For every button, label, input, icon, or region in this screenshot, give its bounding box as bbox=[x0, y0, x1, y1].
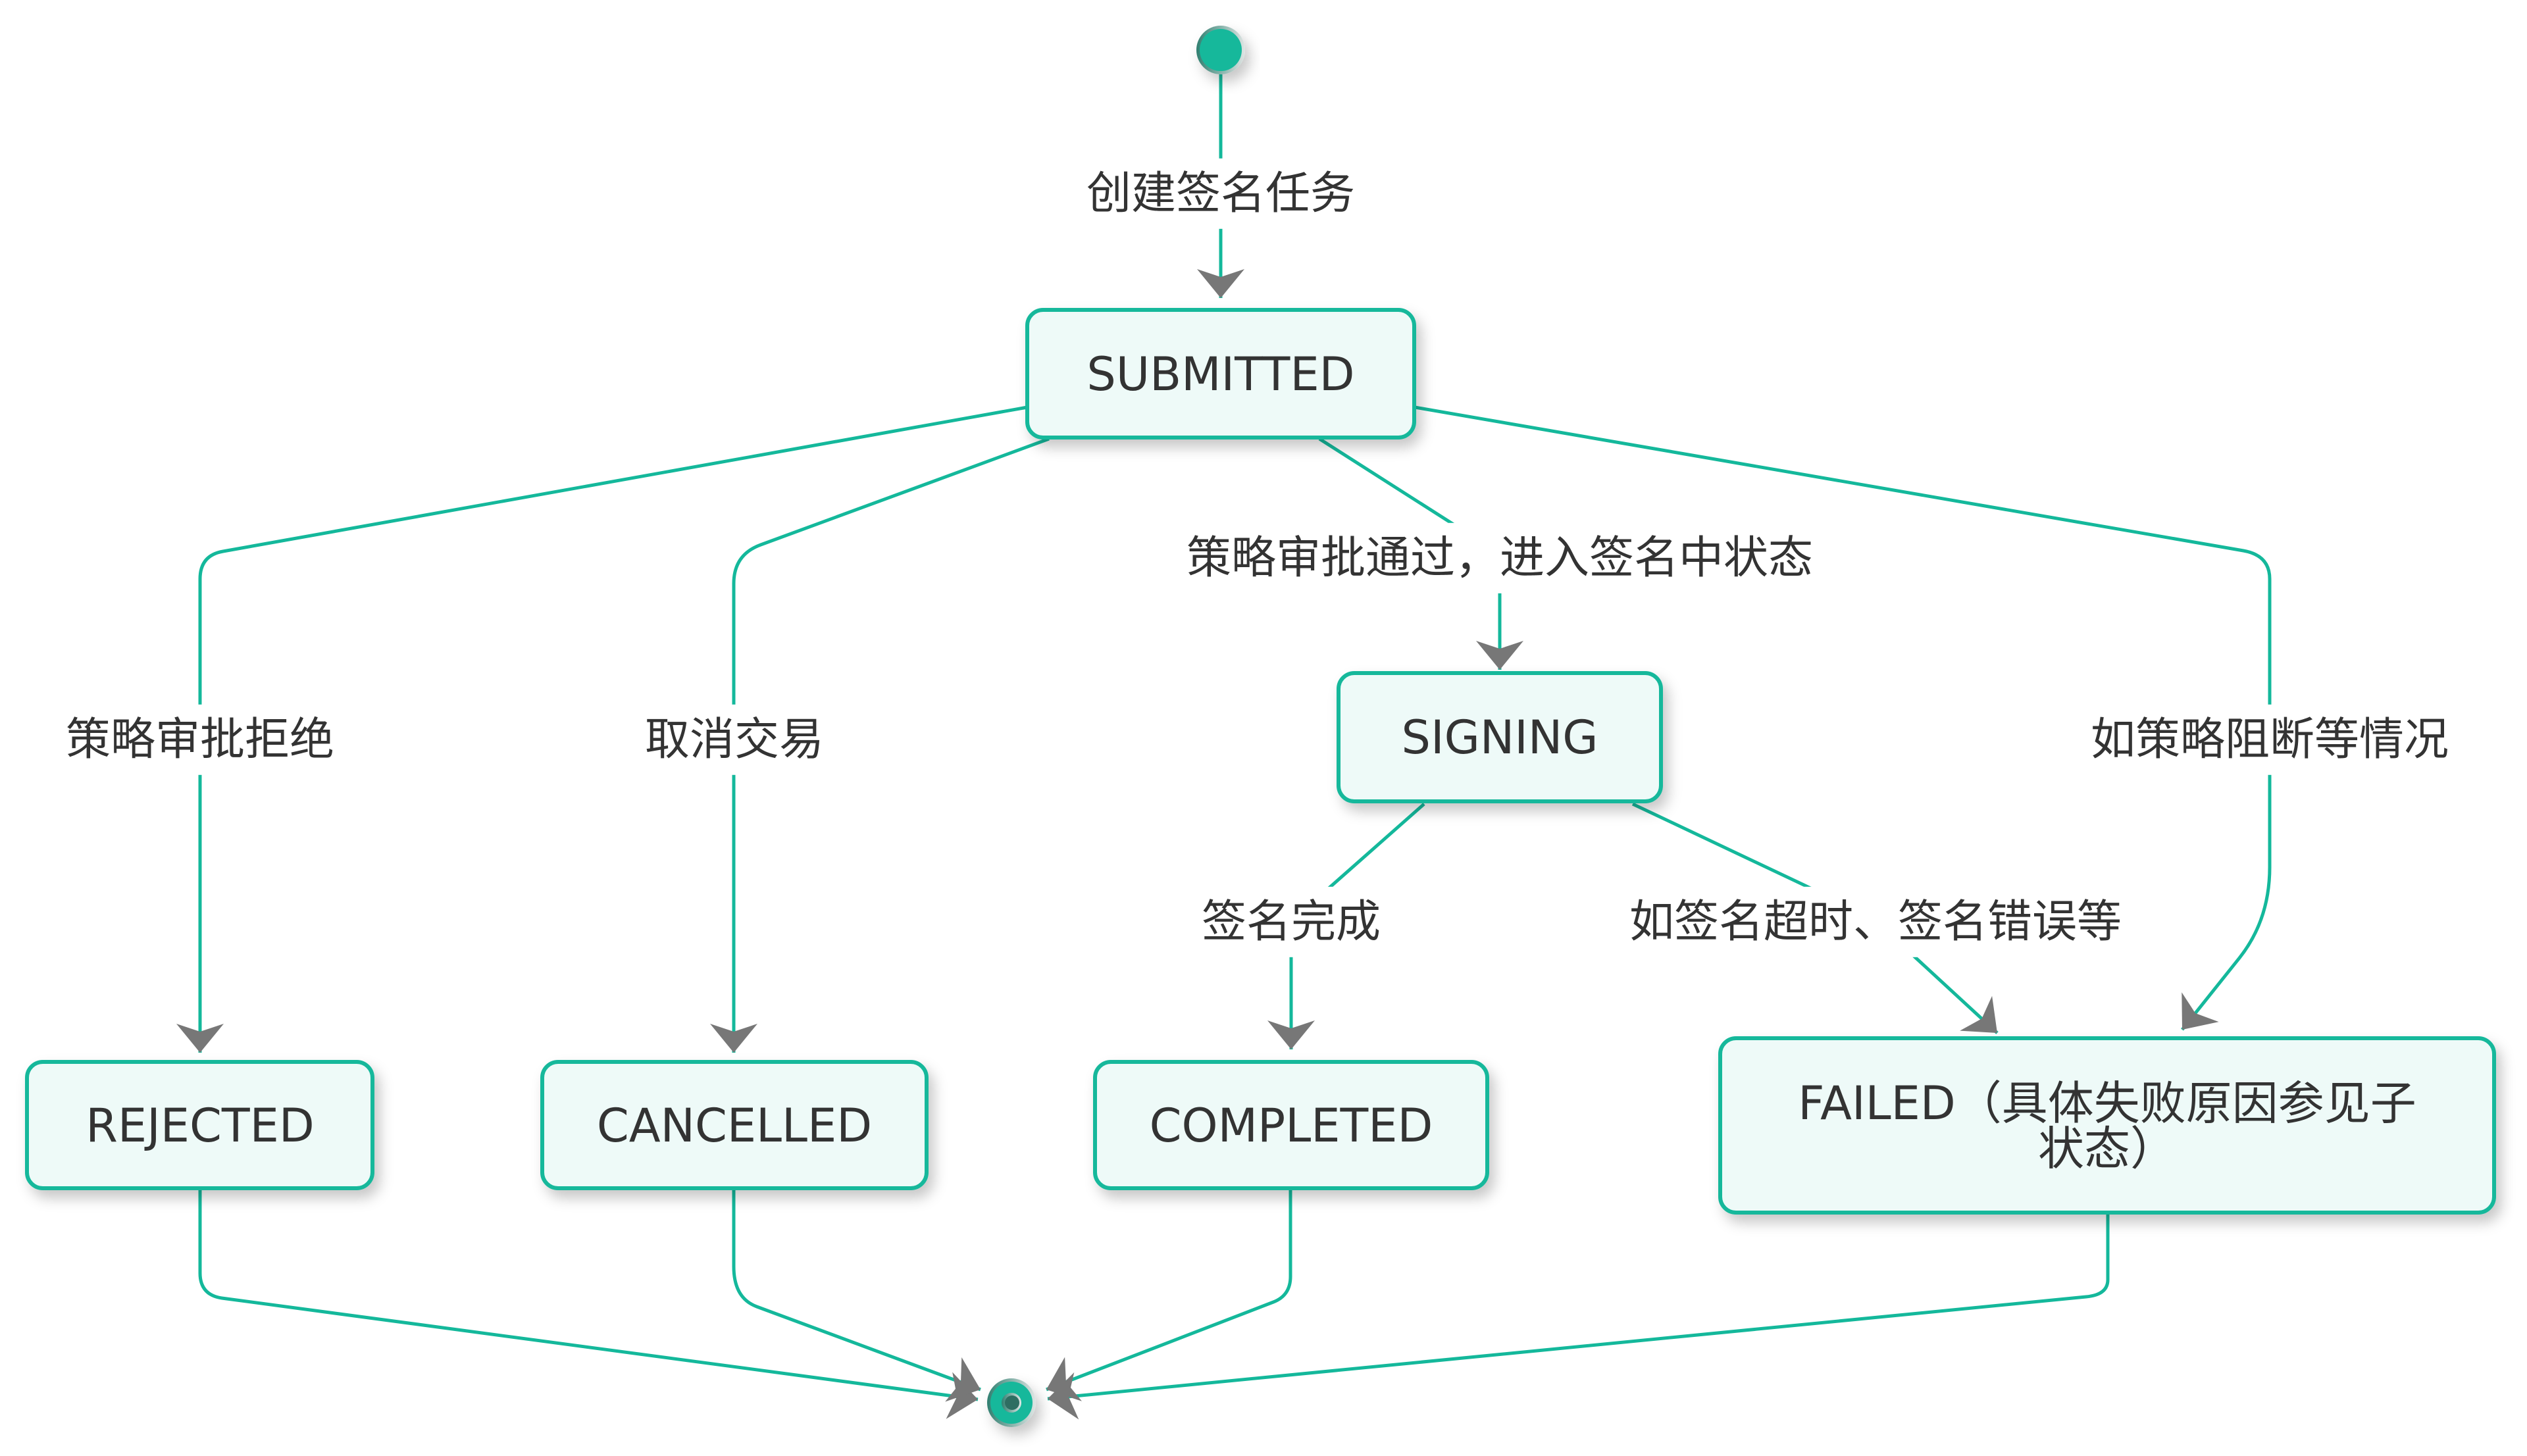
transition-submitted-to-failed bbox=[1414, 405, 2272, 1031]
transition-label-signing-complete: 签名完成 bbox=[1202, 896, 1381, 948]
state-label-line-2: 状态） bbox=[2038, 1122, 2176, 1176]
state-label: SUBMITTED bbox=[1086, 347, 1354, 401]
arrowhead bbox=[1960, 995, 1997, 1033]
transition-label-background bbox=[1620, 886, 2131, 957]
arrowheads bbox=[176, 269, 2219, 1420]
transition-rejected-to-end bbox=[198, 1188, 979, 1401]
transition-label-create-task: 创建签名任务 bbox=[1086, 168, 1355, 220]
arrowhead bbox=[1197, 269, 1244, 298]
final-state bbox=[987, 1378, 1036, 1427]
state-box bbox=[1025, 308, 1416, 439]
arrowhead bbox=[1267, 1020, 1315, 1049]
state-box bbox=[25, 1060, 374, 1190]
state-box bbox=[1718, 1036, 2496, 1215]
initial-state-dot bbox=[1200, 29, 1242, 71]
transition-completed-to-end bbox=[1046, 1188, 1292, 1392]
arrowhead bbox=[1048, 1372, 1079, 1420]
arrowhead bbox=[176, 1024, 224, 1053]
state-cancelled: CANCELLED bbox=[540, 1060, 929, 1190]
state-label: SIGNING bbox=[1402, 711, 1598, 765]
state-rejected: REJECTED bbox=[25, 1060, 374, 1190]
state-completed: COMPLETED bbox=[1093, 1060, 1489, 1190]
state-box bbox=[1093, 1060, 1489, 1190]
transition-submitted-to-cancelled bbox=[732, 437, 1050, 1053]
transition-label-policy-approved: 策略审批通过，进入签名中状态 bbox=[1187, 532, 1813, 584]
transition-label-background bbox=[635, 704, 834, 775]
transition-submitted-to-rejected bbox=[198, 405, 1028, 1053]
transition-failed-to-end bbox=[1047, 1213, 2110, 1401]
state-box bbox=[1337, 671, 1663, 803]
transition-label-policy-blocked: 如策略阻断等情况 bbox=[2091, 714, 2449, 766]
transition-label-background bbox=[56, 704, 344, 775]
transition-label-background bbox=[2081, 704, 2459, 775]
transition-label-signing-timeout-error: 如签名超时、签名错误等 bbox=[1629, 896, 2122, 948]
transition-label-background bbox=[1177, 522, 1823, 593]
transition-label-background bbox=[1192, 886, 1391, 957]
state-signing: SIGNING bbox=[1337, 671, 1663, 803]
final-state-dot bbox=[1005, 1395, 1019, 1410]
arrowhead bbox=[1476, 641, 1523, 670]
arrowhead bbox=[2182, 992, 2219, 1030]
arrowhead bbox=[1046, 1357, 1082, 1401]
arrowhead bbox=[945, 1357, 981, 1402]
transition-label-cancel-transaction: 取消交易 bbox=[645, 714, 824, 766]
state-box bbox=[540, 1060, 929, 1190]
transition-label-policy-rejected: 策略审批拒绝 bbox=[66, 714, 334, 766]
state-failed: FAILED（具体失败原因参见子 状态） bbox=[1718, 1036, 2496, 1215]
transition-label-background bbox=[1077, 158, 1365, 229]
state-label: REJECTED bbox=[86, 1099, 315, 1153]
transition-labels: 创建签名任务 策略审批拒绝 取消交易 策略审批通过，进入签名中状态 如策略阻断等… bbox=[56, 158, 2459, 957]
arrowhead bbox=[710, 1024, 757, 1053]
state-submitted: SUBMITTED bbox=[1025, 308, 1416, 439]
initial-state bbox=[1196, 26, 1245, 74]
state-label: COMPLETED bbox=[1150, 1099, 1433, 1153]
transition-cancelled-to-end bbox=[732, 1188, 981, 1392]
state-label: CANCELLED bbox=[597, 1099, 872, 1153]
state-label-line-1: FAILED（具体失败原因参见子 bbox=[1798, 1076, 2416, 1130]
